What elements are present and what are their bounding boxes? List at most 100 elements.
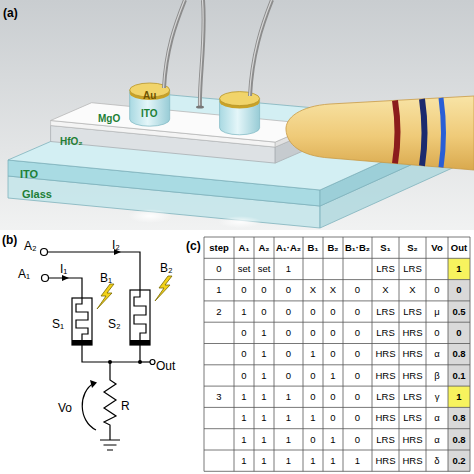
signal-label: A₁ [18, 264, 30, 282]
cell-text: 1 [241, 392, 246, 402]
probe-contact [196, 105, 204, 108]
table-cell: 0 [448, 322, 470, 343]
table-cell: LRS [399, 386, 426, 407]
table-cell: 0 [204, 258, 234, 279]
cell-text: 0 [330, 413, 335, 423]
layer-label: ITO [141, 103, 157, 121]
cell-text: HRS [375, 349, 395, 359]
cell-text: 0 [241, 285, 246, 295]
label-text: A₁ [18, 267, 30, 281]
table-cell: 1 [254, 407, 274, 428]
table-cell: HRS [399, 365, 426, 386]
wire-a1 [49, 278, 83, 298]
label-text: B₁ [100, 271, 112, 285]
table-grid [204, 237, 470, 471]
table-cell: 1 [323, 429, 343, 450]
cell-text: 1 [330, 435, 335, 445]
table-cell: 0 [343, 301, 372, 322]
signal-label: B₂ [160, 258, 173, 276]
table-cell: 0 [254, 280, 274, 301]
table-cell: 0 [448, 280, 470, 301]
cell-text: LRS [403, 413, 421, 423]
table-cell: 0.8 [448, 344, 470, 365]
table-header-cell: S₂ [399, 237, 426, 258]
table-cell: 1 [448, 258, 470, 279]
cell-text: 0 [355, 349, 360, 359]
table-header-cell: B₁ [303, 237, 323, 258]
table-cell: HRS [372, 450, 399, 471]
cell-text: 0 [330, 392, 335, 402]
cell-text: δ [434, 456, 439, 466]
table-cell: 0 [343, 322, 372, 343]
table-cell: 3 [204, 386, 234, 407]
table-cell: X [372, 280, 399, 301]
table-cell: 0.1 [448, 365, 470, 386]
mgo-top-face [51, 103, 317, 142]
light-bolt-b2 [155, 276, 172, 301]
cell-text: LRS [376, 435, 394, 445]
label-text: (b) [2, 233, 17, 247]
table-cell: HRS [372, 407, 399, 428]
cell-text: 0 [456, 328, 461, 338]
table-cell: 1 [254, 429, 274, 450]
cell-text: 1 [330, 371, 335, 381]
table-cell: X [303, 280, 323, 301]
table-cell: 0 [254, 301, 274, 322]
circuit-wires [41, 249, 156, 451]
label-text: MgO [98, 113, 120, 124]
component-label: S₁ [52, 314, 64, 332]
cell-text: step [209, 243, 229, 253]
cell-text: μ [434, 307, 439, 317]
table-cell: 0 [343, 365, 372, 386]
cell-text: 0 [286, 328, 291, 338]
table-cell: LRS [399, 407, 426, 428]
table-cell: set [254, 258, 274, 279]
cell-text: α [434, 435, 440, 445]
cell-text: LRS [376, 392, 394, 402]
panel-letter: (c) [186, 236, 201, 254]
table-header-cell: Vo [426, 237, 448, 258]
cell-text: 0 [355, 285, 360, 295]
cell-text: 0 [355, 328, 360, 338]
table-cell: set [234, 258, 254, 279]
table-cell: 0 [323, 407, 343, 428]
cell-text: 0 [355, 371, 360, 381]
cell-text: 0 [355, 435, 360, 445]
cell-text: 0 [310, 371, 315, 381]
label-text: Out [156, 359, 175, 373]
cell-text: X [310, 285, 316, 295]
highlight-cell [448, 258, 470, 279]
table-cell: LRS [372, 258, 399, 279]
cell-text: β [434, 371, 439, 381]
finger-ring-blue [441, 98, 444, 167]
cell-text: 1 [216, 285, 221, 295]
table-cell: HRS [372, 365, 399, 386]
cell-text: 1 [286, 392, 291, 402]
cell-text: 1 [261, 456, 266, 466]
panel-letter: (a) [3, 3, 18, 21]
table-cell: 0.8 [448, 407, 470, 428]
cell-text: X [382, 285, 388, 295]
table-cell: LRS [372, 429, 399, 450]
table-cell: β [426, 365, 448, 386]
light-glow [218, 216, 262, 228]
table-cell: 0 [234, 322, 254, 343]
memristor-s2-band [130, 340, 150, 345]
cell-text: HRS [402, 456, 422, 466]
table-cell: HRS [399, 344, 426, 365]
table-cell: X [399, 280, 426, 301]
cell-text: HRS [402, 435, 422, 445]
cell-text: B₂ [327, 243, 338, 253]
table-cell: 0 [274, 280, 303, 301]
table-cell: 0 [274, 365, 303, 386]
table-cell: 0 [343, 407, 372, 428]
label-text: I₂ [112, 238, 120, 252]
table-cell: 0 [426, 280, 448, 301]
table-cell: 0 [234, 365, 254, 386]
table-cell: 0 [323, 344, 343, 365]
probe-wire-highlight [199, 0, 203, 106]
junction-dot [108, 360, 112, 364]
table-cell: 1 [323, 365, 343, 386]
cell-text: 0 [261, 307, 266, 317]
table-cell: 0 [274, 344, 303, 365]
